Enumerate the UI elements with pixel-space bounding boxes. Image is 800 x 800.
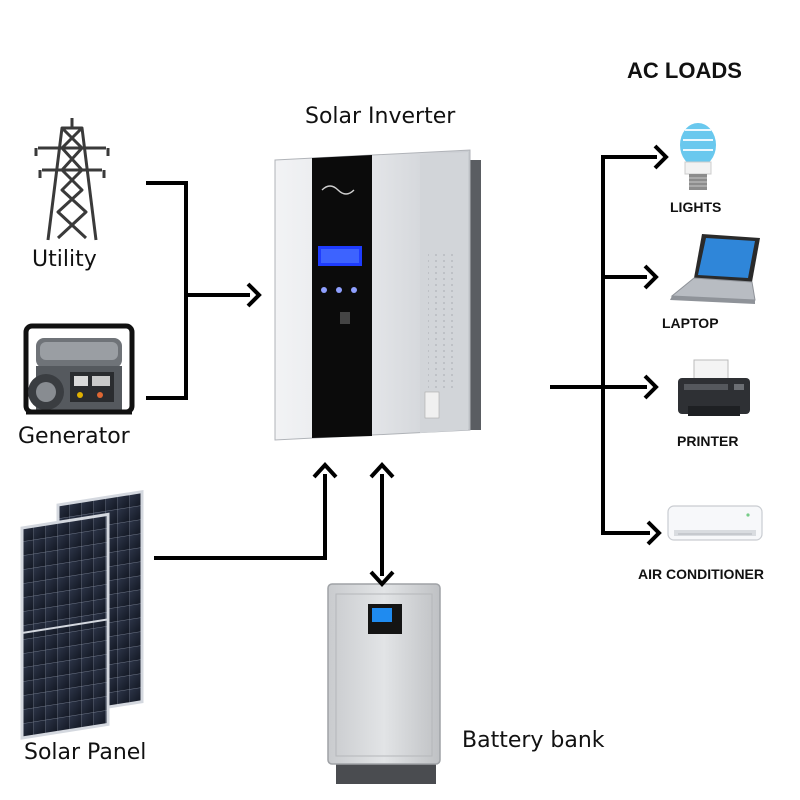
load-label-air-conditioner: AIR CONDITIONER [638,566,764,582]
arrow-to-inverter [246,282,262,308]
battery-label: Battery bank [462,728,605,753]
arrow-to-laptop [643,264,659,290]
solar-inverter-image [274,149,481,441]
solar-to-inverter-line [154,474,327,560]
arrow-battery-up [369,462,395,479]
connector-lines [146,155,657,576]
laptop-icon [670,234,760,304]
load-label-lights: LIGHTS [670,199,722,215]
arrow-to-ac [646,520,662,546]
arrow-to-lights [653,144,669,170]
arrow-solar-up [312,462,338,479]
arrow-to-printer [643,374,659,400]
arrow-heads [246,144,669,587]
generator-label: Generator [18,424,130,449]
inverter-label: Solar Inverter [305,104,456,129]
utility-label: Utility [32,247,97,272]
printer-icon [678,359,750,416]
air-conditioner-icon [667,505,763,541]
solar-panel-label: Solar Panel [24,740,147,765]
arrow-battery-down [369,570,395,587]
utility-connector [146,181,188,400]
ac-loads-title: AC LOADS [627,58,742,83]
battery-bank-image [327,583,441,784]
light-bulb-icon [680,123,716,190]
load-label-printer: PRINTER [677,433,739,449]
solar-panel-icon [20,489,144,740]
load-label-laptop: LAPTOP [662,315,719,331]
generator-icon [23,323,135,415]
utility-tower-icon [34,118,110,241]
